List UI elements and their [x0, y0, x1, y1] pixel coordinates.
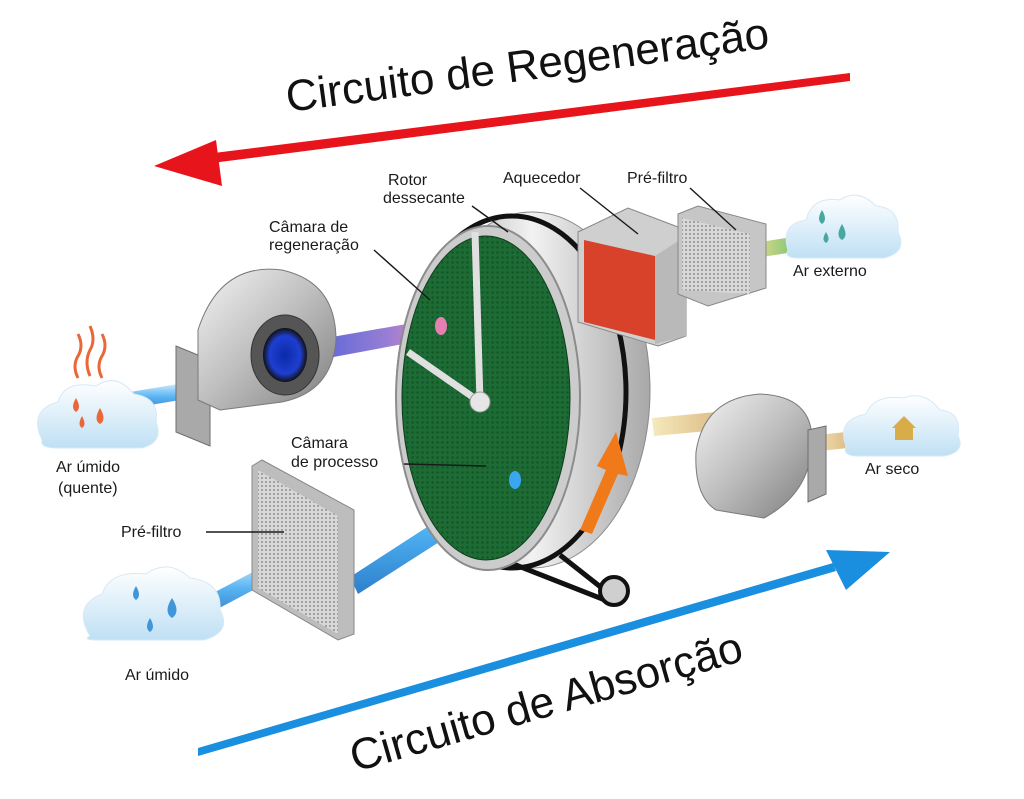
process-chamber-label-line1: Câmara — [291, 435, 348, 452]
regeneration-chamber-label-line2: regeneração — [269, 237, 359, 254]
humid-air-cloud — [82, 566, 224, 641]
dry-air-fan — [695, 393, 827, 519]
water-drops-icon — [133, 586, 177, 632]
desiccant-rotor — [395, 211, 651, 607]
humid-hot-air-cloud — [37, 325, 159, 449]
heater — [577, 207, 687, 347]
absorption-arrow — [198, 550, 890, 756]
house-icon — [892, 416, 916, 440]
rotor-label-line1: Rotor — [388, 172, 428, 189]
humid-hot-air-label-line1: Ar úmido — [56, 459, 120, 476]
dry-air-label: Ar seco — [865, 461, 919, 478]
rotor-label-line2: dessecante — [383, 190, 465, 207]
regeneration-fan — [175, 268, 337, 447]
external-air-label: Ar externo — [793, 263, 867, 280]
external-air-cloud — [785, 194, 902, 259]
pre-filter-top — [677, 205, 767, 307]
pre-filter-bottom-label: Pré-filtro — [121, 524, 182, 541]
humid-air-label: Ar úmido — [125, 667, 189, 684]
pre-filter-bottom — [251, 459, 355, 641]
leader-lines — [206, 187, 737, 533]
dry-air-cloud — [843, 395, 961, 457]
absorption-circuit-title: Circuito de Absorção — [344, 623, 748, 782]
regeneration-arrow — [154, 73, 850, 186]
process-chamber-label-line2: de processo — [291, 454, 378, 471]
humid-hot-air-label-line2: (quente) — [58, 480, 118, 497]
water-drops-icon — [73, 398, 104, 428]
regeneration-chamber-label-line1: Câmara de — [269, 219, 348, 236]
water-drops-icon — [819, 210, 846, 243]
regeneration-circuit-title: Circuito de Regeneração — [283, 9, 772, 122]
heater-label: Aquecedor — [503, 170, 581, 187]
steam-icon — [73, 325, 107, 379]
pre-filter-top-label: Pré-filtro — [627, 170, 688, 187]
